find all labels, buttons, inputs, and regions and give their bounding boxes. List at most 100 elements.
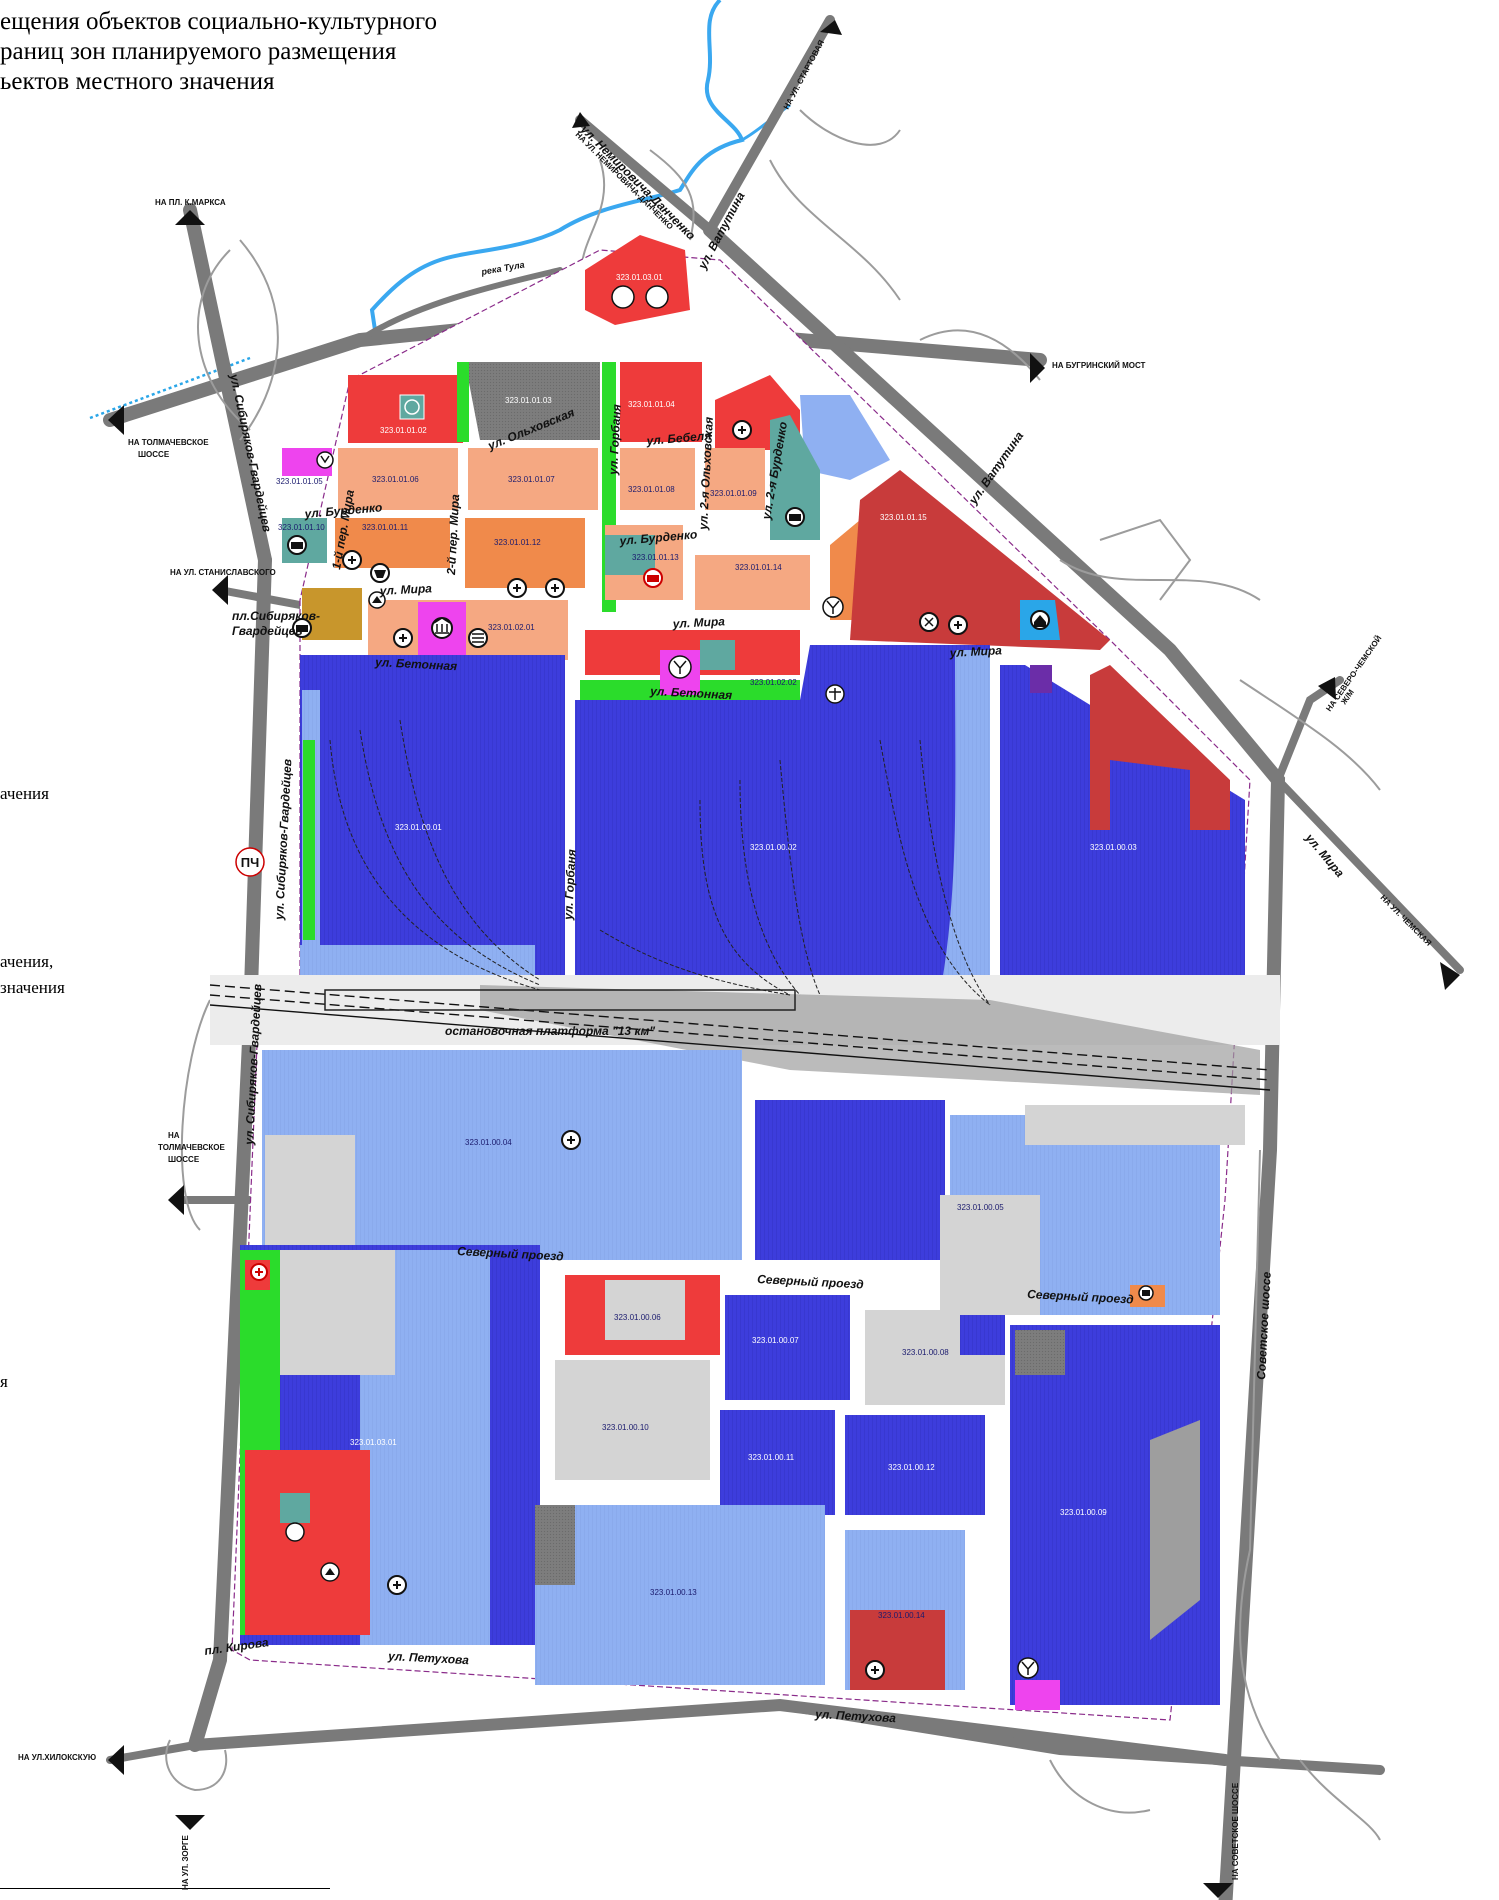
dir-chemskaya: НА УЛ. ЧЕМСКАЯ	[1379, 893, 1434, 948]
code-c0010: 323.01.00.10	[602, 1423, 649, 1432]
label-olkhovskaya-2: ул. 2-я Ольховская	[696, 416, 716, 531]
code-c0014: 323.01.00.14	[878, 1611, 925, 1620]
code-c0107: 323.01.01.07	[508, 475, 555, 484]
block-323-01-00-13-gray[interactable]	[535, 1505, 575, 1585]
code-c0007: 323.01.00.07	[752, 1336, 799, 1345]
block-323-01-00-03[interactable]	[1000, 665, 1245, 1035]
court-icon	[825, 684, 845, 704]
header-line-3: ьектов местного значения	[0, 68, 275, 95]
code-c0002: 323.01.00.02	[750, 843, 797, 852]
label-betonnaya-1: ул. Бетонная	[374, 655, 458, 673]
code-c0113: 323.01.01.13	[632, 553, 679, 562]
social-service-icon	[668, 655, 692, 679]
picture-icon	[320, 1562, 340, 1582]
platform-box	[324, 989, 796, 1011]
code-c0108: 323.01.01.08	[628, 485, 675, 494]
block-323-01-03-01-gray[interactable]	[280, 1250, 395, 1375]
dir-tolm-mid-2: ТОЛМАЧЕВСКОЕ	[158, 1143, 225, 1152]
school-icon	[399, 394, 425, 420]
code-c0104: 323.01.01.04	[628, 400, 675, 409]
medical-cross-icon	[865, 1660, 885, 1680]
medical-cross-icon	[387, 1575, 407, 1595]
label-burdenko-1: ул. Бурденко	[303, 500, 383, 521]
code-c0103: 323.01.01.03	[505, 396, 552, 405]
medical-cross-icon	[250, 1263, 268, 1281]
block-north-teal[interactable]	[770, 415, 820, 540]
block-323-01-00-03-red[interactable]	[1090, 665, 1230, 830]
block-323-01-01-13-teal[interactable]	[605, 535, 655, 575]
block-323-01-00-05-top-gray[interactable]	[1025, 1105, 1245, 1145]
code-c0001: 323.01.00.01	[395, 823, 442, 832]
block-323-01-01-07[interactable]	[468, 448, 598, 510]
medical-cross-icon	[732, 420, 752, 440]
boundary-dotted	[89, 356, 251, 420]
block-323-01-00-13[interactable]	[535, 1505, 825, 1685]
dir-severo-chem-1: НА СЕВЕРО-ЧЕМСКОЙ	[1324, 634, 1383, 713]
medical-cross-icon	[393, 628, 413, 648]
code-c0201: 323.01.02.01	[488, 623, 535, 632]
block-323-01-01-04[interactable]	[620, 362, 702, 442]
block-sw-red[interactable]	[245, 1450, 370, 1635]
code-c0202: 323.01.02.02	[750, 678, 797, 687]
block-323-01-00-14-red[interactable]	[850, 1610, 945, 1690]
social-service-icon	[1017, 1657, 1039, 1679]
block-323-01-00-08-ind[interactable]	[960, 1315, 1005, 1355]
block-323-01-00-03-purple[interactable]	[1030, 665, 1052, 693]
block-323-01-00-12[interactable]	[845, 1415, 985, 1515]
dir-zorge: НА УЛ. ЗОРГЕ	[181, 1834, 190, 1890]
block-north-light-ind[interactable]	[800, 395, 890, 480]
block-323-01-01-12[interactable]	[465, 518, 585, 588]
book-icon	[643, 568, 663, 588]
dir-tolm-mid-3: ШОССЕ	[168, 1155, 200, 1164]
label-severny-3: Северный проезд	[1027, 1287, 1134, 1307]
block-323-01-01-06[interactable]	[338, 448, 458, 510]
code-c0112: 323.01.01.12	[494, 538, 541, 547]
block-center-ind[interactable]	[755, 1100, 945, 1260]
block-323-01-00-09-gray[interactable]	[1015, 1330, 1065, 1375]
block-323-01-00-06-gray[interactable]	[605, 1280, 685, 1340]
block-323-01-02-02-teal[interactable]	[700, 640, 735, 670]
code-c0110: 323.01.01.10	[278, 523, 325, 532]
green-strip-1	[457, 362, 469, 442]
block-323-01-00-07[interactable]	[725, 1295, 850, 1400]
block-323-01-00-11[interactable]	[720, 1410, 835, 1515]
road-outlines	[165, 109, 1381, 1841]
block-323-01-00-02-light[interactable]	[935, 650, 990, 1025]
side-text-1: ачения	[0, 784, 49, 803]
book-icon	[287, 535, 307, 555]
label-petukhova-2: ул. Петухова	[814, 1707, 897, 1725]
block-323-01-01-08[interactable]	[620, 448, 695, 510]
block-brown[interactable]	[302, 588, 362, 640]
block-323-01-00-04-gray[interactable]	[265, 1135, 355, 1255]
social-service-icon	[822, 596, 844, 618]
block-323-01-00-05-gray[interactable]	[940, 1195, 1040, 1315]
book-icon	[292, 618, 312, 638]
block-magenta-se[interactable]	[1015, 1680, 1060, 1710]
side-text-2: ачения,	[0, 952, 54, 971]
pch-label: ПЧ	[241, 855, 259, 870]
code-c0012: 323.01.00.12	[888, 1463, 935, 1472]
code-c0005: 323.01.00.05	[957, 1203, 1004, 1212]
side-text-3: значения	[0, 978, 65, 997]
pharmacy-icon	[919, 612, 939, 632]
block-323-01-00-02[interactable]	[575, 645, 990, 1025]
green-strip-left	[303, 740, 315, 940]
railway-gray-zone	[480, 985, 1260, 1095]
dir-tolmachevskoe-top-2: ШОССЕ	[138, 450, 170, 459]
block-323-01-01-03[interactable]	[465, 362, 600, 440]
sport-icon	[316, 451, 334, 469]
code-c0105: 323.01.01.05	[276, 477, 323, 486]
label-betonnaya-2: ул. Бетонная	[649, 684, 733, 702]
code-c0008: 323.01.00.08	[902, 1348, 949, 1357]
block-323-01-01-09[interactable]	[705, 448, 765, 510]
header-line-2: раниц зон планируемого размещения	[0, 38, 397, 65]
block-323-01-00-09-road	[1150, 1420, 1200, 1640]
pch-marker: ПЧ	[235, 847, 265, 877]
track-curves	[329, 719, 991, 1006]
medical-cross-icon	[507, 578, 527, 598]
medical-cross-icon	[561, 1130, 581, 1150]
block-323-01-01-14[interactable]	[695, 555, 810, 610]
label-mira-2: ул. Мира	[671, 614, 725, 631]
block-323-01-00-10[interactable]	[555, 1360, 710, 1480]
